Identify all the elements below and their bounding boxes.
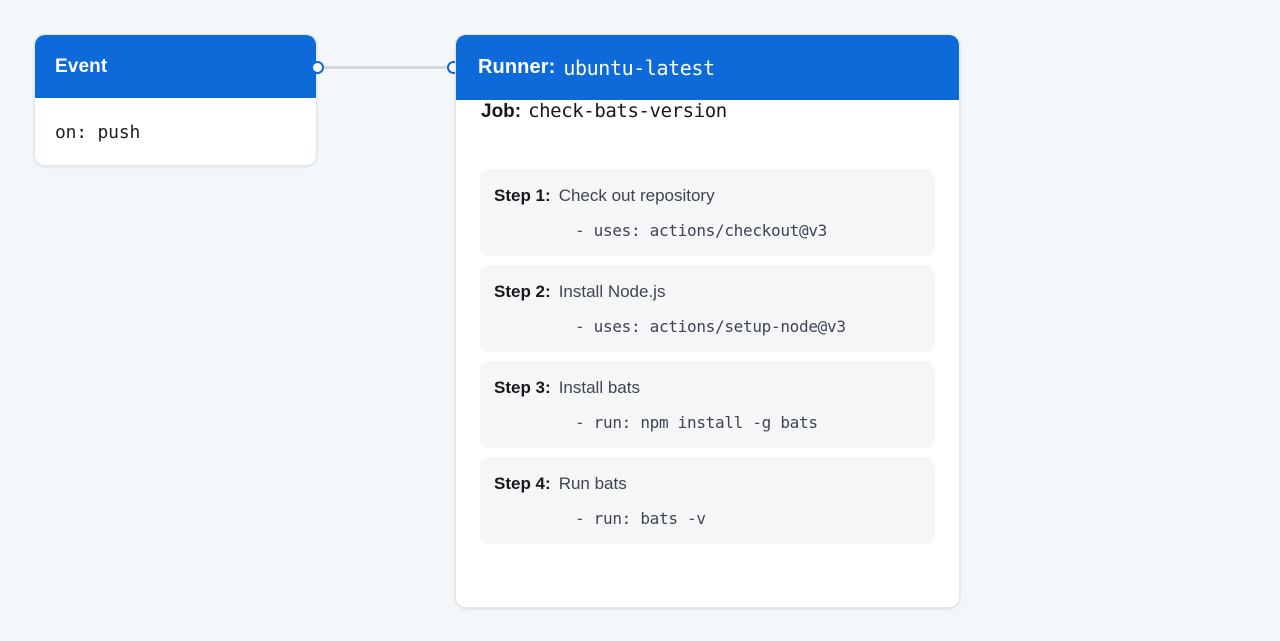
step-title-row: Step 3: Install bats [494,378,921,398]
step-title-row: Step 2: Install Node.js [494,282,921,302]
connector-line [317,66,454,69]
step-name: Install Node.js [558,282,666,301]
job-label: Job: [481,101,522,122]
step-code: - uses: actions/setup-node@v3 [575,317,846,336]
steps-list: Step 1: Check out repository - uses: act… [480,169,935,544]
step-title-row: Step 4: Run bats [494,474,921,494]
step-code: - run: bats -v [575,509,706,528]
runner-value: ubuntu-latest [563,55,715,80]
step-label: Step 2: [494,282,551,301]
step-name: Check out repository [558,186,715,205]
step-label: Step 3: [494,378,551,397]
runner-node-header: Runner: ubuntu-latest [456,35,959,100]
step-label: Step 1: [494,186,551,205]
event-trigger-text: on: push [55,121,141,143]
event-output-port[interactable] [311,61,324,74]
event-node-header: Event [35,35,316,98]
job-line: Job: check-bats-version [480,100,935,169]
runner-label: Runner: [478,56,556,78]
step-label: Step 4: [494,474,551,493]
step-item[interactable]: Step 3: Install bats - run: npm install … [480,361,935,448]
event-node-body: on: push [35,98,316,166]
step-code: - uses: actions/checkout@v3 [575,221,827,240]
step-title-row: Step 1: Check out repository [494,186,921,206]
runner-node-body: Job: check-bats-version Step 1: Check ou… [456,100,959,544]
step-name: Install bats [558,378,640,397]
step-name: Run bats [558,474,627,493]
event-node[interactable]: Event on: push [34,34,317,166]
step-code: - run: npm install -g bats [575,413,818,432]
runner-node[interactable]: Runner: ubuntu-latest Job: check-bats-ve… [455,34,960,608]
event-node-title: Event [55,55,108,77]
job-value: check-bats-version [528,100,727,122]
step-item[interactable]: Step 2: Install Node.js - uses: actions/… [480,265,935,352]
step-item[interactable]: Step 1: Check out repository - uses: act… [480,169,935,256]
step-item[interactable]: Step 4: Run bats - run: bats -v [480,457,935,544]
